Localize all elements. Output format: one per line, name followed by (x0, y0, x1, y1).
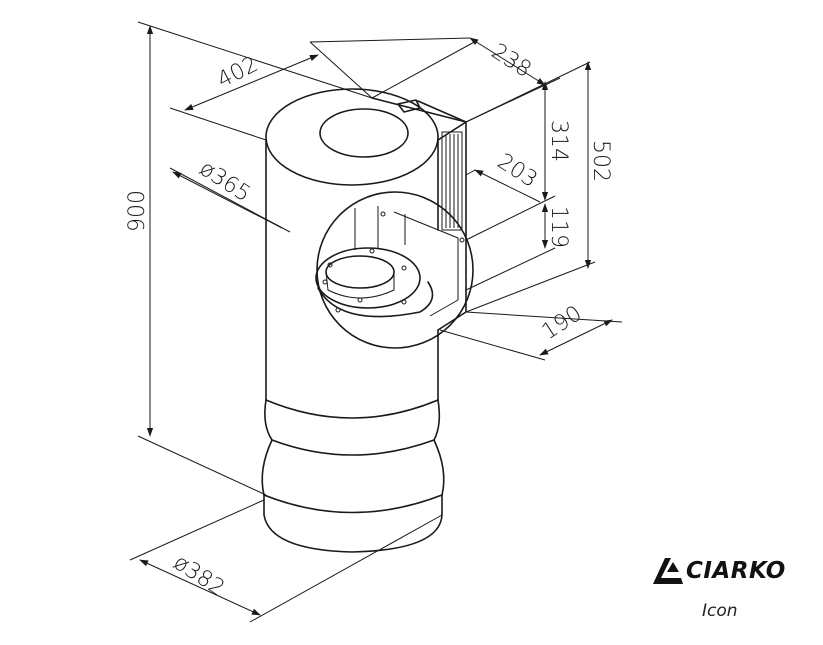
dim-label-190: 190 (538, 301, 587, 345)
cutaway-detail (315, 191, 474, 349)
dim-label-314: 314 (546, 120, 571, 162)
ciarko-logo-icon (653, 558, 683, 584)
vent-grille (441, 131, 463, 231)
dimension-diameter-382: ø382 (129, 499, 443, 623)
dimension-190: 190 (439, 301, 623, 361)
dim-label-diameter-365: ø365 (195, 156, 255, 207)
dim-label-203: 203 (493, 149, 542, 193)
dim-label-119: 119 (546, 206, 571, 248)
dimension-203: 203 (465, 149, 542, 203)
dim-label-238: 238 (487, 39, 536, 83)
hood-body (261, 88, 467, 553)
dimension-402: 402 (169, 41, 373, 141)
dim-label-diameter-382: ø382 (169, 550, 229, 601)
dimension-900: 900 (125, 21, 373, 496)
dimension-diameter-365: ø365 (169, 156, 291, 233)
dim-label-402: 402 (213, 52, 262, 93)
dim-label-900: 900 (125, 190, 150, 232)
dim-label-502: 502 (588, 140, 613, 182)
model-name: Icon (702, 601, 738, 621)
dimension-119: 119 (465, 195, 571, 291)
dimension-502: 502 (465, 61, 613, 313)
dimension-314: 314 (465, 77, 571, 201)
brand-name: CIARKO (686, 558, 786, 584)
